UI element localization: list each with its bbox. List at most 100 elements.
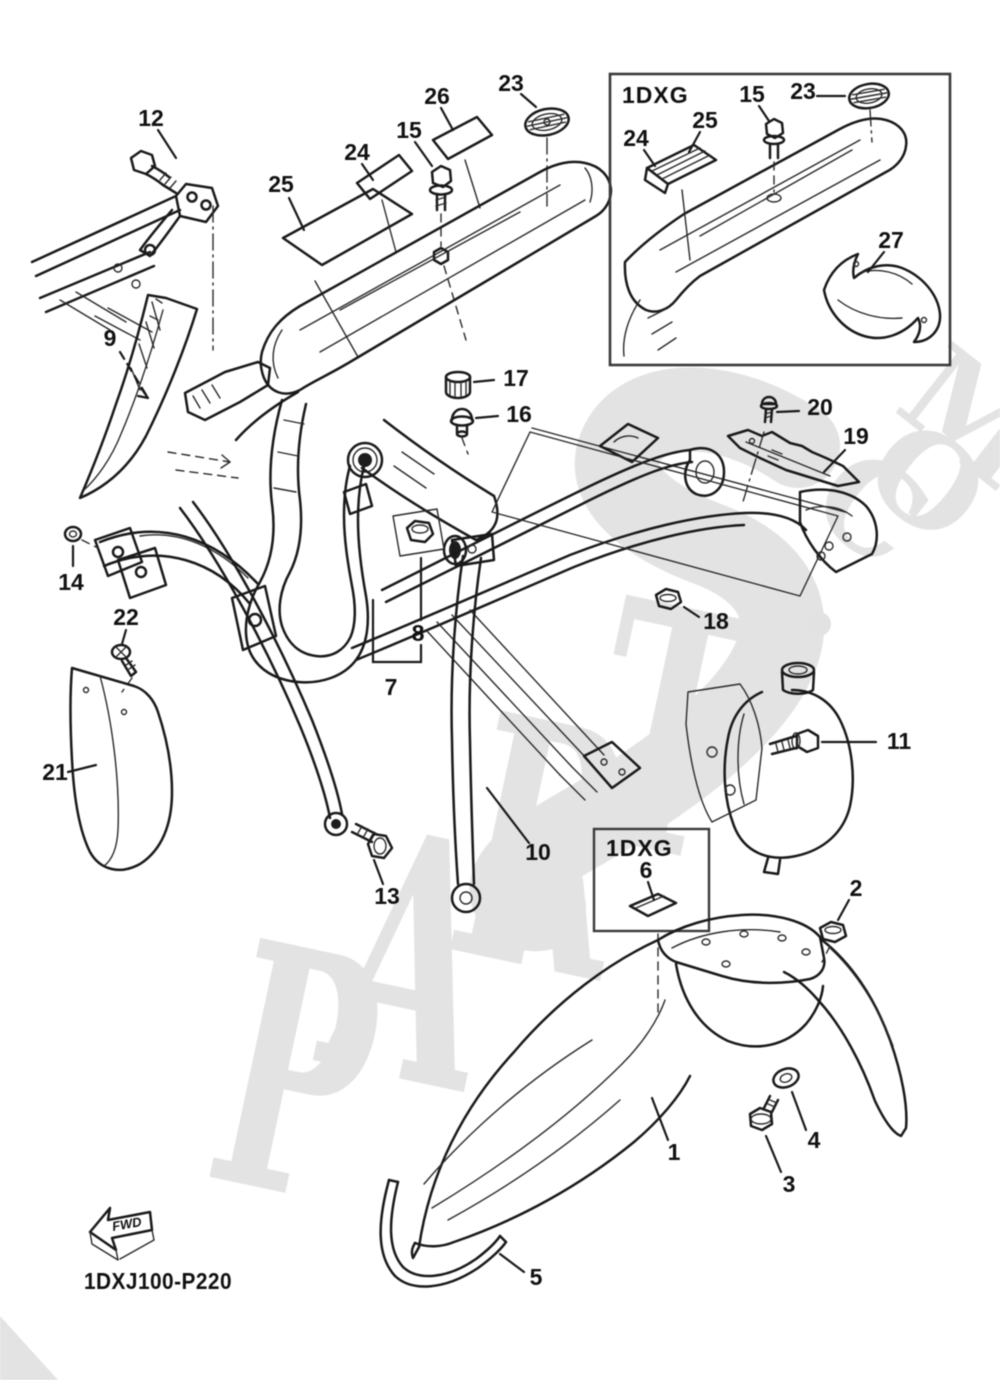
strip-5: [379, 1178, 508, 1288]
reservoir-11: [685, 661, 855, 876]
callout-18-label: 18: [703, 608, 729, 634]
callout-15: 15: [396, 117, 434, 168]
callout-17: 17: [472, 365, 529, 391]
callout-6-label: 6: [640, 857, 653, 883]
callout-7: 7: [385, 674, 398, 700]
washer-4: [772, 1067, 800, 1089]
callout-27: 27: [866, 227, 904, 274]
diagram-line-art: 1DXG: [30, 72, 952, 1294]
callout-26-label: 26: [424, 83, 450, 109]
panel-9: [78, 293, 199, 500]
sticker-24: [355, 153, 414, 253]
callout-inset-15-label: 15: [739, 81, 765, 107]
guard-21: [69, 666, 174, 872]
inset-box-1: 1DXG: [608, 72, 952, 367]
callout-inset-24: 24: [623, 125, 657, 168]
fwd-arrow: FWD: [88, 1206, 155, 1261]
callout-12-label: 12: [138, 105, 164, 131]
emblem-23: [524, 107, 570, 137]
callout-22: 22: [113, 604, 139, 646]
callout-4: 4: [790, 1090, 821, 1153]
rear-carrier-rails: [350, 422, 879, 662]
nut-18: [654, 587, 683, 611]
callout-10: 10: [485, 786, 551, 865]
nut-8-plate-7: [371, 508, 445, 664]
callout-19-label: 19: [843, 423, 869, 449]
callout-16: 16: [474, 401, 532, 427]
inset-box-2: 1DXG: [592, 827, 711, 1015]
bolt-12: [129, 149, 178, 195]
stay-10: [450, 532, 496, 914]
callout-12: 12: [138, 105, 178, 160]
callout-26: 26: [424, 83, 455, 132]
callout-19: 19: [822, 423, 869, 474]
bolt-15: [428, 164, 467, 341]
callout-inset-15: 15: [739, 81, 771, 123]
callout-25-label: 25: [268, 171, 294, 197]
callout-9: 9: [104, 325, 150, 400]
front-fender-1: [410, 913, 908, 1260]
nut-2: [818, 920, 848, 963]
diagram-code: 1DXJ100-P220: [84, 1268, 232, 1294]
watermark-s-swoosh: [469, 367, 840, 952]
callout-18: 18: [682, 605, 729, 634]
inset2-model-code: 1DXG: [606, 835, 673, 861]
callout-24-label: 24: [344, 139, 370, 165]
callout-27-label: 27: [878, 227, 904, 253]
undercover: [93, 360, 499, 684]
callout-5: 5: [498, 1252, 543, 1290]
callout-11: 11: [820, 728, 912, 754]
strap-band: [178, 500, 349, 837]
callout-21: 21: [42, 759, 98, 785]
callout-23-label: 23: [498, 70, 524, 96]
callout-5-label: 5: [530, 1264, 543, 1290]
bolt-13: [350, 822, 394, 860]
callout-21-label: 21: [42, 759, 68, 785]
callout-inset-23-label: 23: [790, 78, 816, 104]
sticker-26: [431, 115, 494, 209]
inset1-model-code: 1DXG: [622, 82, 689, 108]
bolt-3: [748, 1094, 780, 1132]
callout-labels: 12 9 25 24 26 15 23 17: [42, 70, 911, 1290]
callout-8-label: 8: [412, 620, 425, 646]
callout-6: 6: [640, 857, 656, 902]
callout-9-label: 9: [104, 325, 117, 351]
callout-3-label: 3: [783, 1171, 796, 1197]
side-cover-beam: [234, 160, 613, 442]
callout-1: 1: [650, 1096, 681, 1165]
callout-14: 14: [58, 544, 84, 595]
callout-24: 24: [344, 139, 375, 182]
callout-2-label: 2: [850, 875, 863, 901]
callout-25: 25: [268, 171, 306, 232]
callout-15-label: 15: [396, 117, 422, 143]
callout-16-label: 16: [506, 401, 532, 427]
callout-inset-23: 23: [790, 78, 847, 104]
callout-23: 23: [498, 70, 538, 109]
callout-2: 2: [836, 875, 863, 922]
callout-13: 13: [372, 858, 400, 909]
callout-inset-25: 25: [687, 107, 718, 154]
grommet-17: [444, 370, 472, 400]
watermark-corner-fragment: [0, 1316, 58, 1380]
callout-22-label: 22: [113, 604, 139, 630]
frame-tubes: [425, 609, 642, 801]
callout-20: 20: [775, 394, 833, 420]
frame-fragment: [30, 182, 220, 341]
callout-inset-25-label: 25: [692, 107, 718, 133]
callout-inset-24-label: 24: [623, 125, 649, 151]
washer-14: [63, 525, 99, 549]
plug-16: [449, 407, 475, 455]
callout-14-label: 14: [58, 569, 84, 595]
callout-17-label: 17: [503, 365, 529, 391]
callout-13-label: 13: [374, 883, 400, 909]
callout-8: 8: [412, 620, 425, 646]
callout-3: 3: [764, 1134, 796, 1197]
callout-10-label: 10: [525, 839, 551, 865]
callout-20-label: 20: [807, 394, 833, 420]
fwd-arrow-label: FWD: [111, 1214, 143, 1234]
callout-7-label: 7: [385, 674, 398, 700]
callout-1-label: 1: [668, 1139, 681, 1165]
callout-11-label: 11: [887, 728, 912, 754]
